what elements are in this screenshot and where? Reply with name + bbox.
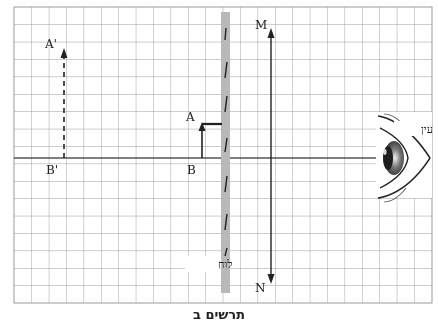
m-arrowhead xyxy=(267,28,275,38)
label-a-prime: A' xyxy=(44,37,57,51)
label-m: M xyxy=(255,18,267,32)
n-arrowhead xyxy=(267,274,275,284)
board-plate xyxy=(221,12,230,293)
board-label-bg xyxy=(185,256,219,272)
eye-icon xyxy=(376,112,432,203)
board-hatch-marks xyxy=(224,27,228,257)
label-b: B xyxy=(187,163,196,177)
board-label: לוח xyxy=(218,258,232,271)
label-n: N xyxy=(255,281,266,295)
label-a: A xyxy=(185,110,195,124)
label-b-prime: B' xyxy=(46,163,58,177)
image-arrowhead xyxy=(60,48,68,58)
eye-label: עין xyxy=(421,123,433,136)
object-arrowhead xyxy=(198,122,206,131)
figure-caption: תרשים ב xyxy=(193,308,245,323)
